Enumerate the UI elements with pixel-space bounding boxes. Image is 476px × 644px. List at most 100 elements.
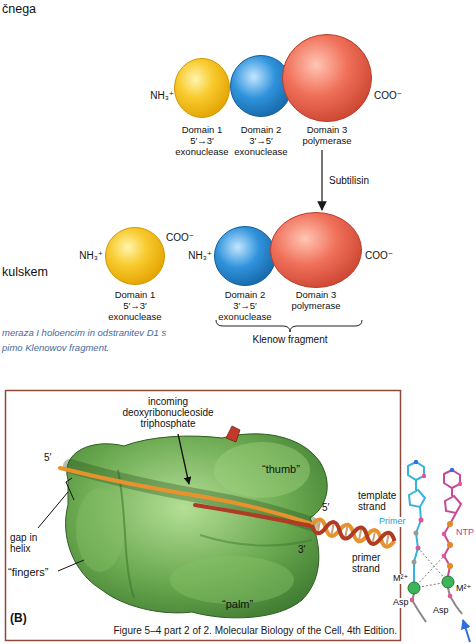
fragment-label: Klenow fragment — [252, 334, 327, 345]
domain-name: Domain 1 — [173, 124, 231, 135]
ntp-model — [451, 488, 453, 496]
primer-model — [414, 531, 419, 536]
metal-ion — [442, 576, 454, 588]
domain-globule — [104, 227, 166, 289]
figure-caption: Figure 5–4 part 2 of 2. Molecular Biolog… — [114, 625, 398, 636]
slide-caption-text: meraza I holoencim in odstranitev D1 s — [2, 328, 166, 338]
ion-label: M²⁺ — [455, 584, 472, 594]
terminus-label: NH₃⁺ — [150, 90, 174, 101]
leader-line — [38, 492, 68, 528]
polymerase-illustration — [195, 505, 312, 526]
domain-activity: 3′→5′ exonuclease — [229, 135, 293, 157]
primer-model — [408, 460, 426, 582]
ntp-model — [450, 468, 454, 472]
protein-domain: Domain 3polymerase — [269, 212, 363, 311]
leader-line — [66, 478, 74, 500]
part-label: “thumb” — [262, 463, 300, 475]
primer-model — [409, 490, 425, 507]
primer-model — [408, 462, 424, 480]
polymerase-illustration — [76, 488, 124, 572]
domain-name: Domain 3 — [281, 124, 373, 135]
terminus-label: NH₃⁺ — [79, 250, 103, 261]
part-label: “palm” — [222, 598, 253, 610]
pointer-arrow — [463, 620, 470, 642]
aspartate-model — [410, 598, 415, 603]
polymerase-illustration — [200, 535, 312, 545]
terminus-label: COO⁻ — [166, 232, 194, 243]
active-site-model — [408, 460, 470, 642]
leader-line — [38, 478, 84, 571]
part-label: template strand — [358, 490, 400, 512]
domain-name: Domain 2 — [229, 124, 293, 135]
ntp-model — [458, 482, 462, 486]
ion-label: M²⁺ — [392, 574, 409, 584]
domain-globule — [283, 35, 372, 122]
metal-ion — [408, 582, 420, 594]
aspartate-model — [448, 594, 453, 599]
protein-domain: Domain 15′→3′ exonuclease — [173, 58, 231, 157]
part-label: primer strand — [352, 552, 392, 574]
residue-label: Asp — [432, 606, 450, 616]
part-label: incoming deoxyribonucleoside triphosphat… — [116, 396, 220, 429]
domain-globule — [106, 228, 165, 285]
polymerase-illustration — [66, 434, 328, 618]
terminus-label: COO⁻ — [365, 250, 393, 261]
terminus-label: NH₃⁺ — [188, 250, 212, 261]
domain-globule — [281, 34, 373, 124]
domain-globule — [229, 55, 293, 124]
slide-text: kulskem — [2, 266, 48, 280]
ntp-model — [444, 470, 460, 488]
domain-activity: 5′→3′ exonuclease — [173, 135, 231, 157]
molecule-label: NTP — [455, 528, 475, 538]
aspartate-model — [412, 594, 426, 622]
ntp-model — [445, 496, 461, 513]
domain-globule — [215, 227, 276, 286]
strand-end-label: 5′ — [322, 502, 329, 513]
strand-end-label: 3′ — [298, 544, 305, 555]
terminus-label: COO⁻ — [374, 90, 402, 101]
domain-activity: polymerase — [269, 300, 363, 311]
polymerase-illustration — [60, 468, 312, 524]
cleavage-arrow — [321, 150, 322, 210]
leader-line — [58, 560, 84, 571]
panel-letter: (B) — [10, 612, 27, 625]
metal-ion — [408, 576, 454, 594]
figure-frame — [6, 391, 401, 641]
domain-name: Domain 1 — [104, 289, 166, 300]
coordination-bond — [418, 548, 448, 582]
domain-globule — [231, 56, 292, 117]
primer-model — [422, 474, 426, 478]
polymerase-illustration — [60, 426, 396, 618]
protein-domain: Domain 3polymerase — [281, 34, 373, 146]
ntp-model — [444, 513, 456, 576]
domain-activity: 5′→3′ exonuclease — [104, 300, 166, 322]
domain-activity: polymerase — [281, 135, 373, 146]
domain-globule — [271, 213, 362, 288]
domain-globule — [173, 58, 231, 124]
part-label: gap in helix — [10, 532, 50, 554]
polymerase-illustration — [214, 442, 310, 498]
domain-name: Domain 2 — [213, 289, 277, 300]
primer-model — [412, 560, 417, 565]
protein-domain: Domain 23′→5′ exonuclease — [213, 226, 277, 322]
protein-domain: Domain 15′→3′ exonuclease — [104, 227, 166, 322]
primer-model — [415, 480, 417, 490]
strand-end-label: 5′ — [44, 452, 51, 463]
ntp-model — [447, 542, 453, 548]
polymerase-illustration — [226, 426, 240, 442]
domain-name: Domain 3 — [269, 289, 363, 300]
domain-globule — [175, 59, 230, 118]
ntp-model — [447, 563, 453, 569]
enzyme-label: Subtilisin — [329, 175, 369, 186]
slide-caption-text: pimo Klenowov fragment. — [2, 343, 109, 353]
domain-globule — [213, 226, 277, 289]
figure-frame — [6, 391, 401, 641]
part-label: “fingers” — [8, 566, 48, 578]
polymerase-illustration — [170, 556, 294, 604]
molecule-label: Primer — [378, 517, 407, 527]
polymerase-illustration — [178, 434, 189, 484]
ntp-model — [442, 468, 462, 576]
ntp-model — [447, 521, 453, 527]
residue-label: Asp — [392, 598, 410, 608]
domain-activity: 3′→5′ exonuclease — [213, 300, 277, 322]
